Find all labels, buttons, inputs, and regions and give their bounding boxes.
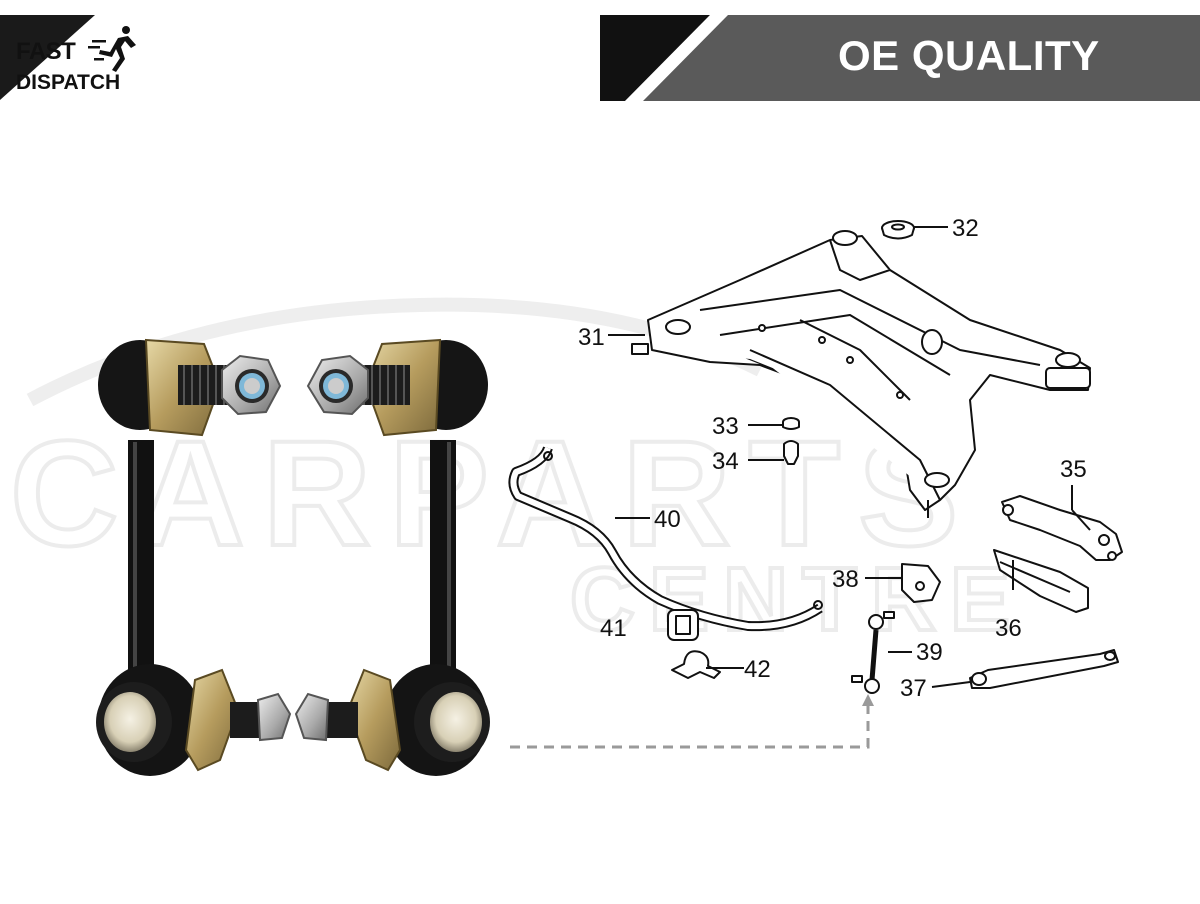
suspension-parts-diagram: 31 32 33 34 35 36 37 38 39 40 41 42 <box>508 215 1123 749</box>
trailing-arm-part-35 <box>1001 495 1123 561</box>
callout-37: 37 <box>900 675 927 702</box>
callout-32: 32 <box>952 215 979 242</box>
callout-35: 35 <box>1060 456 1087 483</box>
stopper-part-34 <box>783 440 799 465</box>
callout-38: 38 <box>832 566 859 593</box>
callout-34: 34 <box>712 448 739 475</box>
stabiliser-link-pair-photo <box>96 338 490 776</box>
callout-42: 42 <box>744 656 771 683</box>
watermark-line2: CENTRE <box>570 550 1024 650</box>
callout-39: 39 <box>916 639 943 666</box>
fast-label: FAST <box>16 38 76 65</box>
bracket-part-38 <box>901 563 941 603</box>
oe-quality-banner <box>600 15 1200 101</box>
lateral-arm-part-36 <box>993 549 1089 613</box>
connector-arrow-icon <box>862 694 874 706</box>
callout-40: 40 <box>654 506 681 533</box>
lateral-rod-part-37 <box>969 649 1119 689</box>
stabiliser-bush-part-41 <box>667 609 699 641</box>
stabiliser-bar-part-40 <box>508 446 823 632</box>
callout-41: 41 <box>600 615 627 642</box>
right-stabiliser-link <box>294 338 490 776</box>
oe-quality-text: OE QUALITY <box>838 32 1100 79</box>
watermark-line1: CARPARTS <box>10 409 976 577</box>
bush-part-32 <box>881 220 915 240</box>
fast-dispatch-badge <box>0 15 136 100</box>
left-stabiliser-link <box>96 338 292 776</box>
washer-part-33 <box>782 417 800 430</box>
running-man-icon <box>88 26 136 72</box>
dispatch-label: DISPATCH <box>16 71 121 94</box>
subframe-part-31 <box>631 230 1091 518</box>
callout-31: 31 <box>578 324 605 351</box>
dashed-connector-line <box>510 700 870 749</box>
bracket-part-42 <box>671 650 721 679</box>
callout-33: 33 <box>712 413 739 440</box>
callout-36: 36 <box>995 615 1022 642</box>
stabiliser-link-part-39 <box>851 611 895 694</box>
